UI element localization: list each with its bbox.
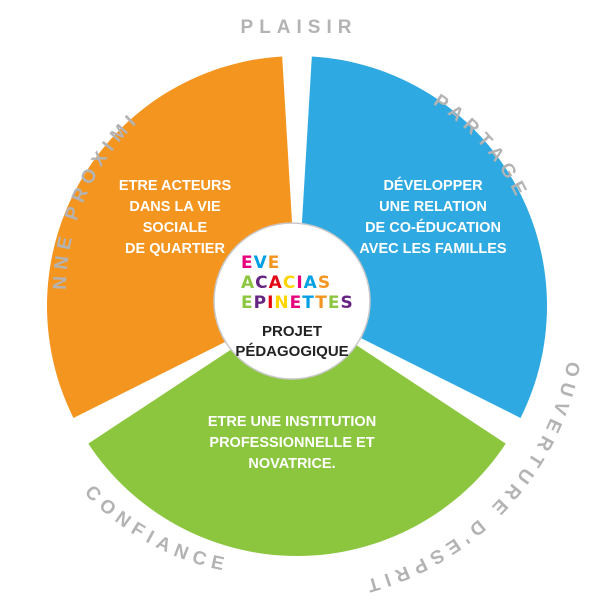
blue-label-line-4: AVEC LES FAMILLES [359,241,506,257]
logo-line-acacias: ACACIAS [241,273,331,293]
orange-label-line-4: DE QUARTIER [125,241,225,257]
blue-label-line-3: DE CO-ÉDUCATION [365,219,501,236]
logo-line-eve: EVE [241,253,280,273]
orange-label-line-1: ETRE ACTEURS [119,178,232,194]
center-title-line-2: PÉDAGOGIQUE [235,343,348,360]
blue-label-line-1: DÉVELOPPER [383,177,483,194]
eve-acacias-epinettes-logo: EVE ACACIAS EPINETTES [241,253,354,313]
green-label-line-3: NOVATRICE. [248,456,335,472]
center-circle [213,222,371,380]
green-label-line-2: PROFESSIONNELLE ET [209,435,374,451]
sector-green [88,306,506,556]
center-title-line-1: PROJET [262,323,322,340]
orange-label-line-3: SOCIALE [143,220,208,236]
logo-line-epinettes: EPINETTES [241,293,354,313]
orange-label-line-2: DANS LA VIE [129,199,221,215]
ring-word-plaisir: PLAISIR [241,17,358,38]
blue-label-line-2: UNE RELATION [379,199,487,215]
green-label-line-1: ETRE UNE INSTITUTION [208,414,376,430]
